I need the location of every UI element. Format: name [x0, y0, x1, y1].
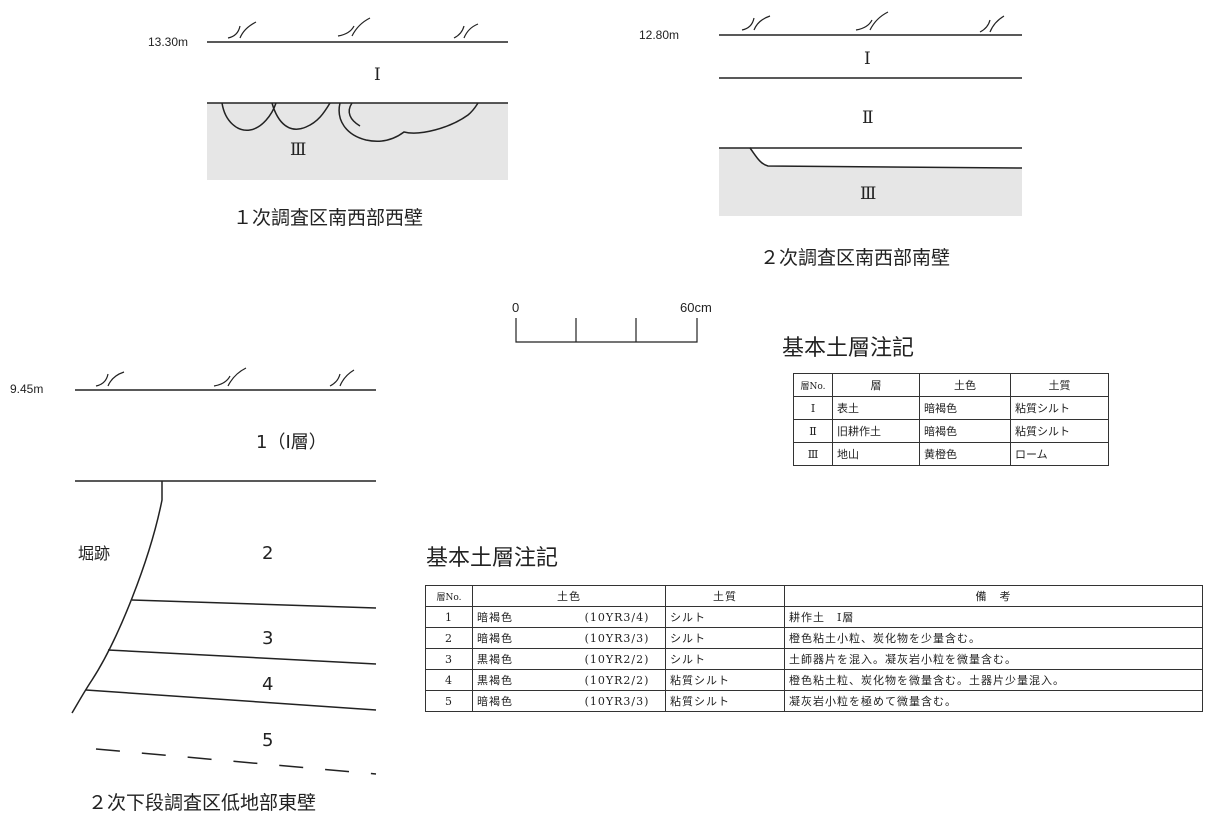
section-2-drawing	[719, 11, 1023, 216]
table-cell: シルト	[665, 648, 785, 670]
table1-title: 基本土層注記	[782, 336, 915, 361]
s3-boundary-4	[85, 689, 377, 711]
table-cell: 暗褐色	[472, 690, 569, 712]
table-cell: 5	[425, 690, 473, 712]
table2-header: 土色	[472, 585, 666, 607]
table-cell: 粘質シルト	[1010, 419, 1109, 443]
scale-start-label: 0	[512, 300, 520, 315]
table1-header: 土質	[1010, 373, 1109, 397]
s1-layer3-fill	[207, 103, 508, 180]
s3-boundary-5-dashed	[95, 748, 377, 775]
table-cell: (10YR3/4)	[569, 606, 666, 628]
table2-title: 基本土層注記	[426, 546, 559, 571]
table-cell: 黒褐色	[472, 669, 569, 691]
s2-layer-label-3: Ⅲ	[860, 184, 877, 204]
table-cell: 暗褐色	[472, 606, 569, 628]
table-row: 2 暗褐色 (10YR3/3) シルト 橙色粘土小粒、炭化物を少量含む。	[425, 627, 1203, 649]
s2-caption: ２次調査区南西部南壁	[760, 247, 951, 269]
table-cell: 黄橙色	[919, 442, 1011, 466]
table-cell: (10YR3/3)	[569, 690, 666, 712]
table-cell: ローム	[1010, 442, 1109, 466]
table-cell: 表土	[832, 396, 920, 420]
table-cell: 橙色粘土小粒、炭化物を少量含む。	[784, 627, 1203, 649]
s2-layer-label-2: Ⅱ	[862, 108, 874, 128]
s2-layer3-fill	[719, 148, 1022, 216]
s3-feature-label: 堀跡	[78, 544, 111, 563]
table-cell: 凝灰岩小粒を極めて微量含む。	[784, 690, 1203, 712]
grass-symbols	[227, 17, 479, 39]
table1-header: 層No.	[793, 373, 833, 397]
s1-pit-2	[271, 102, 331, 130]
table-cell: 橙色粘土粒、炭化物を微量含む。土器片少量混入。	[784, 669, 1203, 691]
table-cell: 暗褐色	[472, 627, 569, 649]
s3-layer-label-2: 2	[262, 543, 274, 564]
table-cell: Ⅲ	[793, 442, 833, 466]
table-cell: (10YR3/3)	[569, 627, 666, 649]
table-row: 4 黒褐色 (10YR2/2) 粘質シルト 橙色粘土粒、炭化物を微量含む。土器片…	[425, 669, 1203, 691]
s3-layer-label-1: 1（Ⅰ層）	[256, 432, 327, 453]
section-1-drawing	[207, 17, 508, 180]
grass-symbols	[95, 367, 355, 387]
table-row: Ⅱ 旧耕作土 暗褐色 粘質シルト	[793, 419, 1109, 443]
s2-boundary-2	[719, 147, 1023, 169]
table-cell: シルト	[665, 606, 785, 628]
s1-pit-1	[221, 102, 277, 131]
s3-elevation: 9.45m	[10, 382, 44, 396]
table-cell: (10YR2/2)	[569, 648, 666, 670]
s3-boundary-2	[131, 599, 377, 609]
s1-layer-label-3: Ⅲ	[290, 140, 307, 160]
table-cell: 粘質シルト	[665, 690, 785, 712]
s1-pit-3	[338, 102, 479, 143]
s3-layer-label-5: 5	[262, 730, 274, 751]
s2-elevation: 12.80m	[639, 28, 680, 42]
s1-pit-3-inner	[348, 102, 361, 127]
table-cell: 黒褐色	[472, 648, 569, 670]
scale-end-label: 60cm	[680, 300, 712, 315]
table1-header-row: 層No. 層 土色 土質	[793, 373, 1109, 397]
s3-boundary-3	[107, 649, 377, 665]
table-cell: 粘質シルト	[665, 669, 785, 691]
s3-layer-label-4: 4	[262, 674, 274, 695]
table-cell: 粘質シルト	[1010, 396, 1109, 420]
table-cell: 3	[425, 648, 473, 670]
s3-caption: ２次下段調査区低地部東壁	[88, 792, 317, 814]
section-3-drawing	[71, 367, 377, 775]
table-row: Ⅰ 表土 暗褐色 粘質シルト	[793, 396, 1109, 420]
table2: 層No. 土色 土質 備 考 1 暗褐色 (10YR3/4) シルト 耕作土 Ⅰ…	[425, 585, 1203, 712]
s3-moat-edge	[71, 481, 163, 714]
table-cell: 2	[425, 627, 473, 649]
table-cell: 4	[425, 669, 473, 691]
table2-header: 土質	[665, 585, 785, 607]
table1-header: 土色	[919, 373, 1011, 397]
table2-header: 備 考	[784, 585, 1203, 607]
table-cell: シルト	[665, 627, 785, 649]
table-row: 5 暗褐色 (10YR3/3) 粘質シルト 凝灰岩小粒を極めて微量含む。	[425, 690, 1203, 712]
table-row: 1 暗褐色 (10YR3/4) シルト 耕作土 Ⅰ層	[425, 606, 1203, 628]
table-cell: 暗褐色	[919, 396, 1011, 420]
table-cell: 暗褐色	[919, 419, 1011, 443]
table2-header: 層No.	[425, 585, 473, 607]
table1-header: 層	[832, 373, 920, 397]
table-cell: Ⅰ	[793, 396, 833, 420]
s3-layer-label-3: 3	[262, 628, 274, 649]
table-cell: (10YR2/2)	[569, 669, 666, 691]
table-cell: 土師器片を混入。凝灰岩小粒を微量含む。	[784, 648, 1203, 670]
table2-header-row: 層No. 土色 土質 備 考	[425, 585, 1203, 607]
s1-caption: １次調査区南西部西壁	[233, 207, 424, 229]
s1-elevation: 13.30m	[148, 35, 189, 49]
table-row: 3 黒褐色 (10YR2/2) シルト 土師器片を混入。凝灰岩小粒を微量含む。	[425, 648, 1203, 670]
s1-layer-label-1: Ⅰ	[374, 65, 381, 85]
table-cell: Ⅱ	[793, 419, 833, 443]
table-cell: 旧耕作土	[832, 419, 920, 443]
table-cell: 1	[425, 606, 473, 628]
grass-symbols	[741, 11, 1005, 33]
table1: 層No. 層 土色 土質 Ⅰ 表土 暗褐色 粘質シルト Ⅱ 旧耕作土 暗褐色 粘…	[793, 373, 1109, 466]
table-cell: 耕作土 Ⅰ層	[784, 606, 1203, 628]
table-row: Ⅲ 地山 黄橙色 ローム	[793, 442, 1109, 466]
scale-bar-graphic	[515, 318, 698, 343]
s2-layer-label-1: Ⅰ	[864, 49, 871, 69]
table-cell: 地山	[832, 442, 920, 466]
